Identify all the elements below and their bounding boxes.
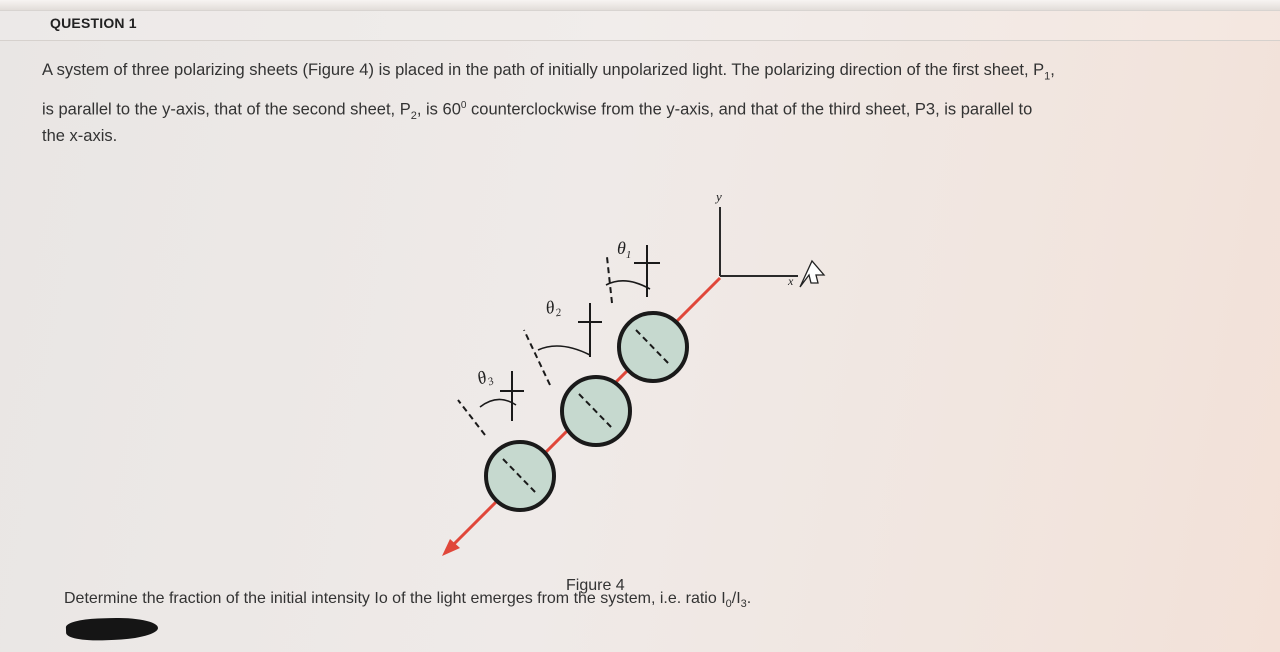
theta-1-label: θ1 xyxy=(617,238,631,261)
question-title: QUESTION 1 xyxy=(50,15,137,31)
figure-caption: Figure 4 xyxy=(566,577,625,594)
redaction-mark xyxy=(65,616,159,642)
problem-line-2: is parallel to the y-axis, that of the s… xyxy=(42,100,1033,123)
theta-3-label: θ3 xyxy=(474,365,496,392)
axis-x-label: x xyxy=(787,274,794,288)
top-rule xyxy=(0,0,1280,11)
polarizing-sheet-3 xyxy=(457,371,556,512)
figure-4-diagram: y x θ1 θ2 xyxy=(420,175,840,560)
question-header-bar xyxy=(0,10,1280,41)
problem-statement: A system of three polarizing sheets (Fig… xyxy=(42,58,1212,148)
axis-y-label: y xyxy=(714,189,722,204)
mouse-pointer-icon xyxy=(799,259,826,288)
task-question: Determine the fraction of the initial in… xyxy=(64,590,752,611)
problem-line-3: the x-axis. xyxy=(42,127,118,146)
problem-line-1: A system of three polarizing sheets (Fig… xyxy=(42,61,1055,83)
polarizing-sheet-2 xyxy=(523,303,632,447)
axes xyxy=(719,207,798,277)
light-ray-arrowhead xyxy=(442,539,460,556)
theta-2-label: θ2 xyxy=(544,296,563,321)
polarizing-sheet-1 xyxy=(605,245,689,383)
